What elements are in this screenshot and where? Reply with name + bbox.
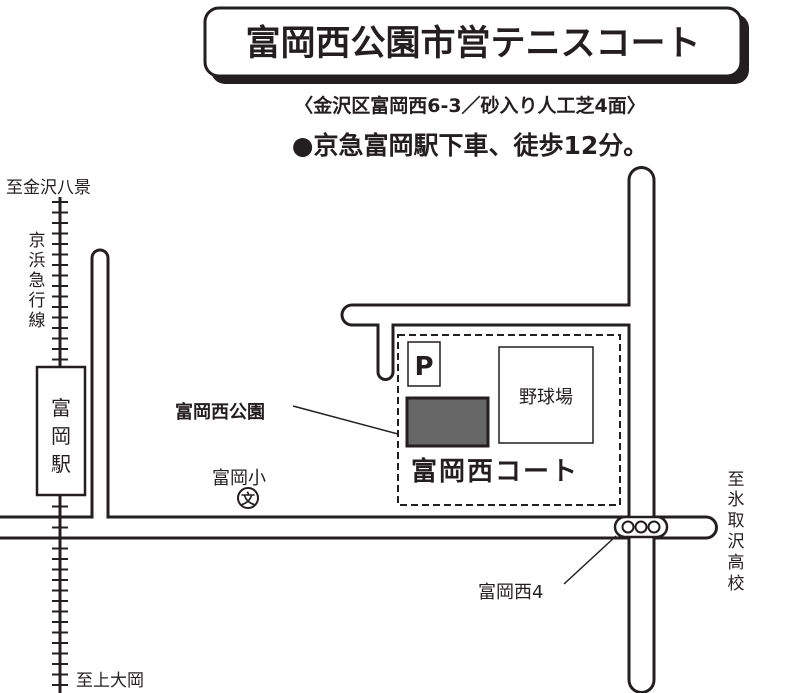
dest-char: 至	[728, 470, 745, 490]
line-char: 京	[29, 231, 46, 251]
station-label: 岡	[51, 424, 71, 448]
intersection-label: 富岡西4	[478, 582, 543, 603]
access-text: ●京急富岡駅下車、徒歩12分。	[292, 131, 649, 160]
park-label: 富岡西公園	[175, 401, 265, 423]
school-label: 富岡小	[212, 468, 266, 489]
dest-char: 高	[728, 553, 745, 573]
line-char: 浜	[29, 251, 46, 271]
parking-sign: P	[407, 341, 441, 387]
line-char: 急	[29, 271, 46, 291]
dest-char: 沢	[728, 532, 745, 552]
address-text: 〈金沢区富岡西6-3／砂入り人工芝4面〉	[294, 94, 646, 117]
line-char: 行	[29, 291, 46, 311]
station-label: 駅	[51, 452, 71, 476]
tennis-court	[405, 396, 490, 448]
roads	[0, 166, 718, 693]
title-box: 富岡西公園市営テニスコート	[203, 6, 749, 84]
traffic-light-icon	[613, 515, 669, 539]
station-label: 富	[51, 396, 71, 420]
line-char: 線	[29, 311, 46, 331]
intersection-leader-line	[563, 535, 617, 585]
school-symbol: 文	[241, 491, 256, 508]
parking-label: P	[414, 352, 433, 382]
school-icon: 文	[237, 487, 259, 509]
baseball-field: 野球場	[498, 346, 594, 444]
to-kanazawa-hakkei-label: 至金沢八景	[6, 178, 91, 198]
park-boundary	[397, 334, 621, 506]
dest-char: 取	[728, 511, 745, 531]
keikyu-line-label: 京 浜 急 行 線	[29, 231, 46, 331]
park-leader-line	[292, 405, 399, 435]
dest-char: 氷	[728, 490, 745, 510]
court-label: 富岡西コート	[411, 456, 579, 487]
dest-char: 校	[728, 574, 745, 594]
to-kamiooka-label: 至上大岡	[76, 671, 144, 691]
station-box: 富 岡 駅	[35, 365, 87, 497]
map-title: 富岡西公園市営テニスコート	[245, 23, 700, 64]
to-hitorizawa-label: 至 氷 取 沢 高 校	[728, 470, 745, 594]
baseball-label: 野球場	[519, 387, 573, 408]
